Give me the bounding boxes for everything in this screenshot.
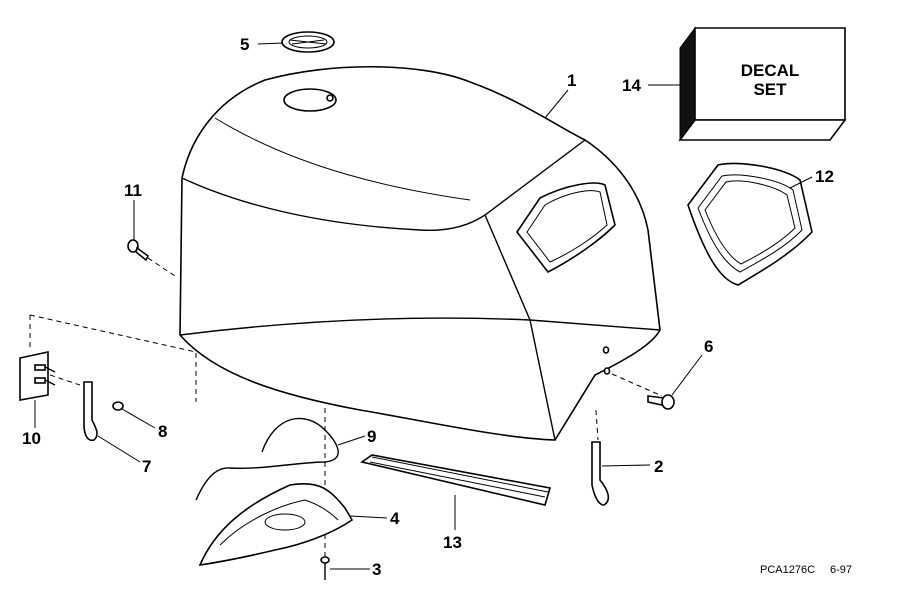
grommet (281, 31, 335, 53)
engine-cover (179, 65, 661, 441)
callout-5: 5 (240, 35, 249, 54)
callout-4: 4 (390, 509, 400, 528)
screw-3 (320, 556, 330, 580)
wire-9 (195, 417, 339, 501)
decal-label-line1: DECAL (741, 61, 800, 80)
callout-7: 7 (142, 457, 151, 476)
callout-13: 13 (443, 533, 462, 552)
callout-12: 12 (815, 167, 834, 186)
callout-1: 1 (567, 71, 576, 90)
latch-2 (591, 441, 610, 506)
decal-set-box: DECAL SET (678, 26, 847, 142)
callout-3: 3 (372, 560, 381, 579)
decal-label-line2: SET (753, 80, 787, 99)
callout-6: 6 (704, 337, 713, 356)
figure-date: 6-97 (830, 564, 852, 576)
footer: PCA1276C 6-97 (760, 564, 852, 576)
screw-6 (647, 394, 675, 410)
callout-2: 2 (654, 457, 663, 476)
callout-9: 9 (367, 427, 376, 446)
bracket-10 (19, 351, 56, 401)
lower-cover-4 (198, 483, 354, 567)
callout-8: 8 (158, 422, 167, 441)
callout-14: 14 (622, 76, 641, 95)
callout-numbers: 1 2 3 4 5 6 7 8 9 10 11 12 13 14 (22, 35, 834, 579)
latch-7 (83, 381, 98, 442)
seal-strip-13 (360, 454, 552, 506)
screw-11 (127, 239, 150, 262)
figure-code: PCA1276C (760, 564, 815, 576)
nut-8 (112, 401, 124, 411)
callout-11: 11 (124, 181, 142, 200)
window-seal (687, 162, 813, 286)
leader-lines (34, 42, 813, 570)
callout-10: 10 (22, 429, 41, 448)
